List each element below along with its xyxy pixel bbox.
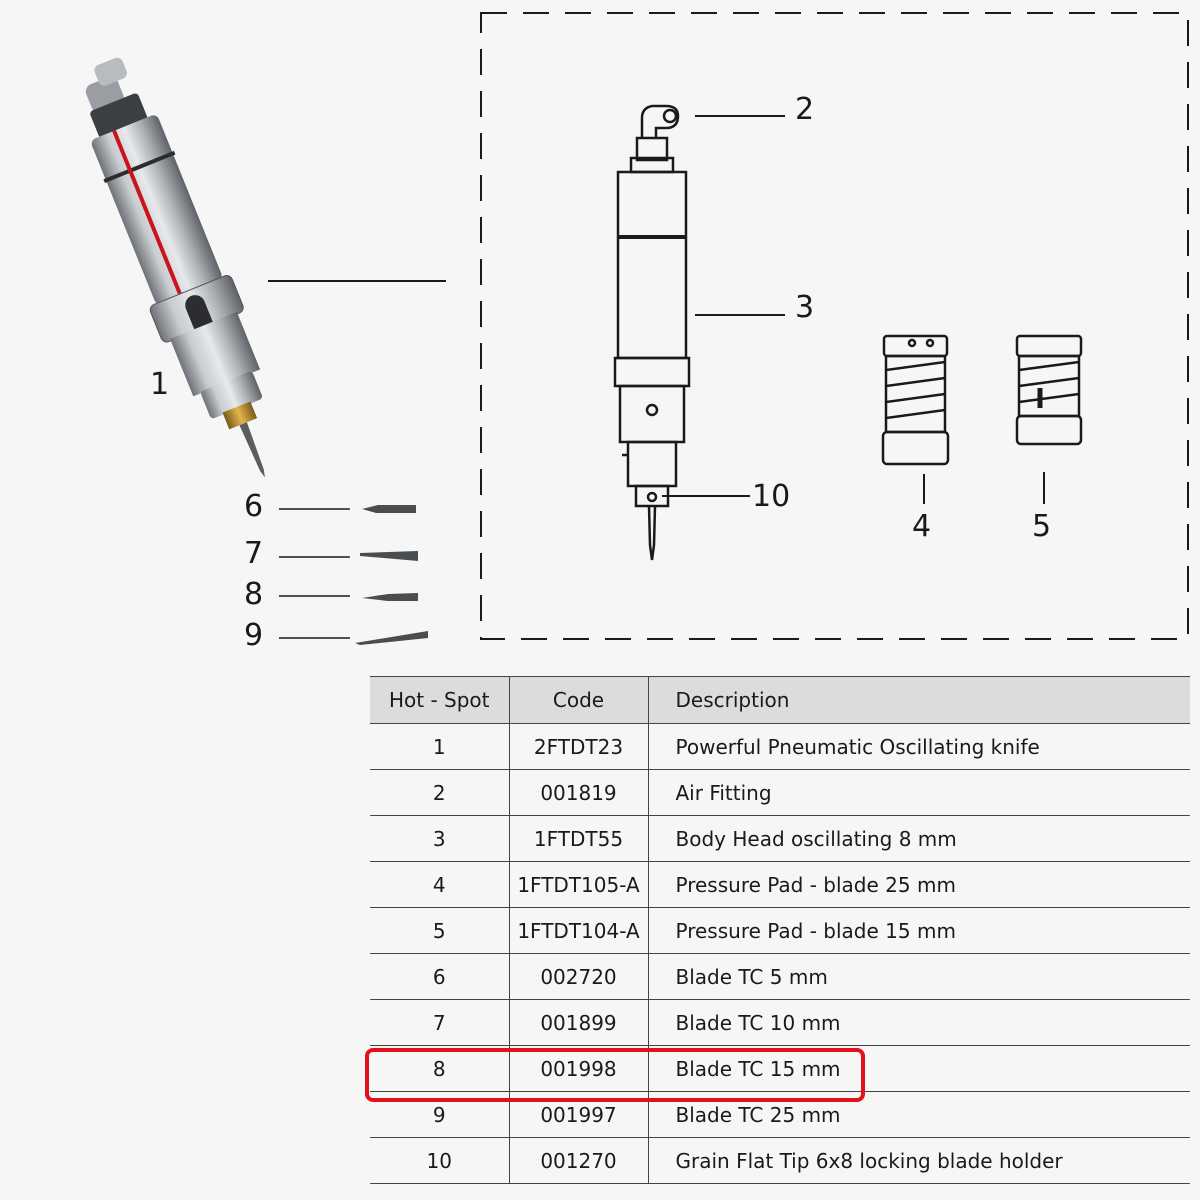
cell-code: 001819 — [508, 769, 648, 816]
cell-description: Body Head oscillating 8 mm — [647, 815, 1190, 862]
cell-code: 1FTDT55 — [508, 815, 648, 862]
cell-code: 1FTDT104-A — [508, 907, 648, 954]
cell-code: 001270 — [508, 1137, 648, 1184]
cell-description: Powerful Pneumatic Oscillating knife — [647, 723, 1190, 770]
cell-hotspot: 5 — [370, 907, 509, 954]
callout-4[interactable]: 4 — [912, 509, 932, 544]
cell-code: 002720 — [508, 953, 648, 1000]
cell-description: Pressure Pad - blade 15 mm — [647, 907, 1190, 954]
callout-3[interactable]: 3 — [795, 290, 815, 325]
cell-code: 1FTDT105-A — [508, 861, 648, 908]
cell-description: Grain Flat Tip 6x8 locking blade holder — [647, 1137, 1190, 1184]
cell-code: 001998 — [508, 1045, 648, 1092]
pressure-pad-25-drawing — [881, 334, 950, 466]
cell-description: Blade TC 15 mm — [647, 1045, 1190, 1092]
cell-code: 001899 — [508, 999, 648, 1046]
header-description: Description — [647, 676, 1190, 724]
cell-description: Blade TC 10 mm — [647, 999, 1190, 1046]
callout-2[interactable]: 2 — [795, 92, 815, 127]
exploded-view-frame — [480, 12, 1189, 640]
cell-code: 2FTDT23 — [508, 723, 648, 770]
table-header-row: Hot - Spot Code Description — [370, 676, 1190, 724]
cell-hotspot: 10 — [370, 1137, 509, 1184]
oscillating-knife-photo — [85, 57, 265, 478]
cell-hotspot: 6 — [370, 953, 509, 1000]
cell-hotspot: 7 — [370, 999, 509, 1046]
blade-sketches — [279, 505, 428, 645]
cell-hotspot: 1 — [370, 723, 509, 770]
cell-description: Air Fitting — [647, 769, 1190, 816]
cell-description: Blade TC 5 mm — [647, 953, 1190, 1000]
header-code: Code — [508, 676, 648, 724]
callout-6[interactable]: 6 — [244, 489, 264, 524]
cell-hotspot: 8 — [370, 1045, 509, 1092]
cell-hotspot: 2 — [370, 769, 509, 816]
cell-hotspot: 3 — [370, 815, 509, 862]
row-highlight-box — [365, 1048, 865, 1102]
callout-5[interactable]: 5 — [1032, 509, 1052, 544]
callout-1[interactable]: 1 — [150, 367, 170, 402]
callout-8[interactable]: 8 — [244, 577, 264, 612]
callout-9[interactable]: 9 — [244, 618, 264, 653]
body-head-drawing — [613, 104, 691, 561]
pressure-pad-15-drawing — [1015, 334, 1083, 446]
callout-7[interactable]: 7 — [244, 536, 264, 571]
callout-10[interactable]: 10 — [752, 479, 791, 514]
cell-description: Pressure Pad - blade 25 mm — [647, 861, 1190, 908]
cell-hotspot: 4 — [370, 861, 509, 908]
header-hotspot: Hot - Spot — [370, 676, 509, 724]
